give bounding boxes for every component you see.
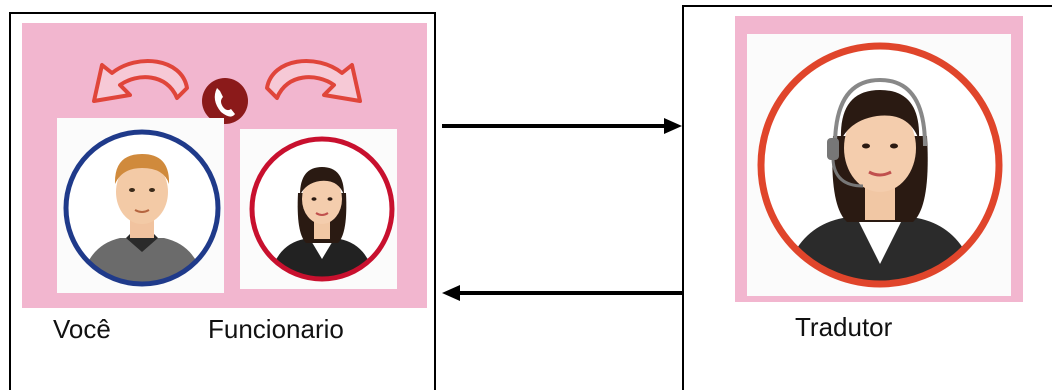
voce-label: Você — [53, 314, 111, 344]
curved-arrow-left-icon — [92, 59, 189, 103]
tradutor-avatar — [757, 42, 1003, 288]
phone-icon — [202, 78, 248, 124]
right-box: Tradutor — [682, 5, 1052, 390]
funcionario-avatar — [249, 136, 395, 282]
curved-arrow-right-icon — [265, 59, 362, 103]
left-box: Você Funcionario — [9, 12, 436, 390]
call-icons — [92, 59, 362, 124]
voce-avatar — [63, 129, 221, 287]
translator-panel — [735, 16, 1023, 302]
arrow-right-icon — [442, 118, 682, 134]
arrow-left-icon — [442, 285, 682, 301]
call-panel — [22, 23, 427, 308]
funcionario-label: Funcionario — [208, 314, 344, 344]
tradutor-label: Tradutor — [795, 312, 893, 342]
